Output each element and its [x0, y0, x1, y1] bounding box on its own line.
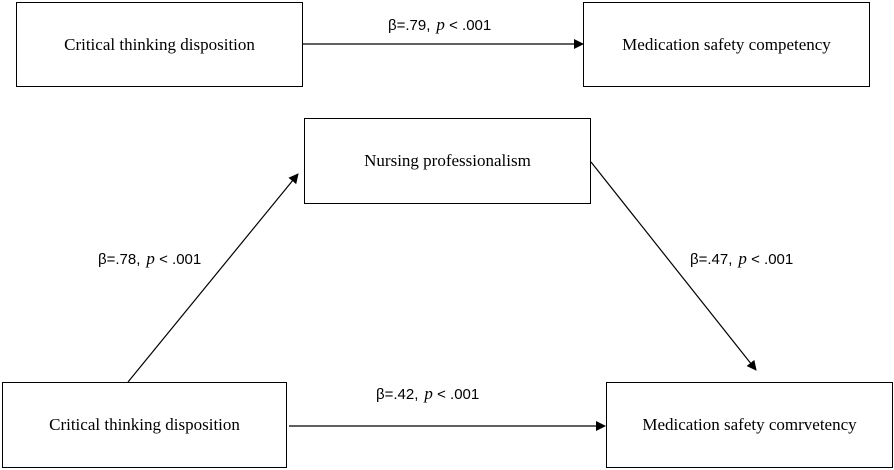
- path-c-beta: β=.42,: [376, 386, 419, 403]
- path-a-p-symbol: p: [146, 249, 155, 268]
- top-path-label: β=.79, p < .001: [388, 16, 491, 33]
- predictor-box: Critical thinking disposition: [2, 382, 287, 468]
- path-b-beta: β=.47,: [690, 251, 733, 268]
- path-a-beta: β=.78,: [98, 251, 141, 268]
- path-b-p-symbol: p: [738, 249, 747, 268]
- mediator-label: Nursing professionalism: [364, 151, 531, 170]
- path-c-p-symbol: p: [424, 384, 433, 403]
- top-path-beta: β=.79,: [388, 17, 431, 34]
- top-source-box: Critical thinking disposition: [16, 2, 303, 87]
- path-b-arrow: [590, 161, 757, 371]
- outcome-label: Medication safety comrvetency: [642, 415, 857, 434]
- path-a-p-value: < .001: [159, 251, 202, 268]
- mediator-box: Nursing professionalism: [304, 118, 591, 204]
- path-a-label: β=.78, p < .001: [98, 250, 201, 267]
- top-path-p-symbol: p: [436, 15, 445, 34]
- top-source-label: Critical thinking disposition: [64, 34, 255, 54]
- predictor-label: Critical thinking disposition: [49, 415, 240, 434]
- outcome-box: Medication safety comrvetency: [606, 382, 893, 468]
- top-target-label: Medication safety competency: [622, 34, 831, 54]
- path-a-arrow: [127, 173, 299, 383]
- top-target-box: Medication safety competency: [583, 2, 870, 87]
- top-path-p-value: < .001: [449, 17, 492, 34]
- path-c-label: β=.42, p < .001: [376, 385, 479, 402]
- path-b-label: β=.47, p < .001: [690, 250, 793, 267]
- path-c-p-value: < .001: [437, 386, 480, 403]
- path-b-p-value: < .001: [751, 251, 794, 268]
